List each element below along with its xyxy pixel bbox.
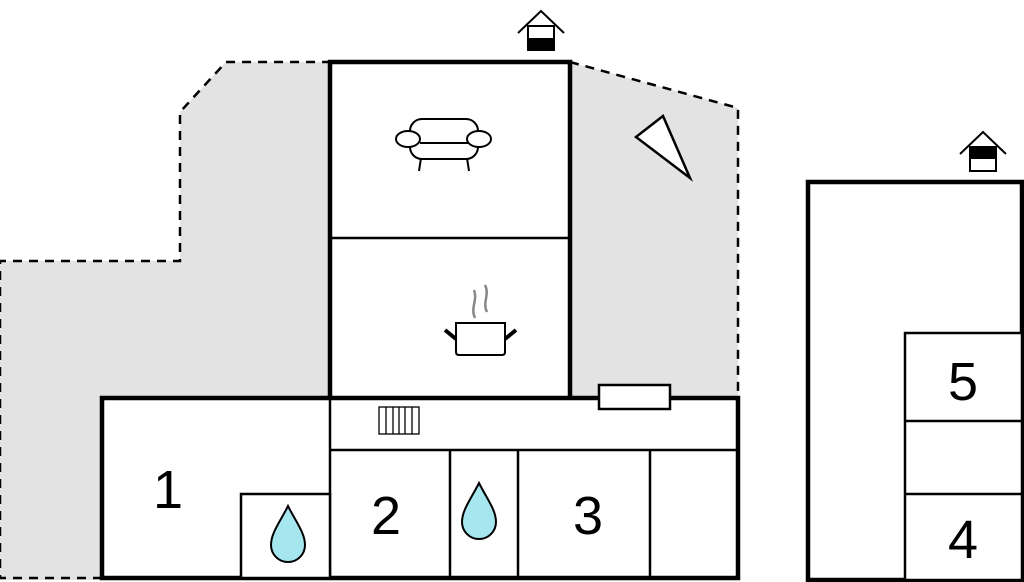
room-number-4: 4 — [948, 510, 978, 570]
room-number-1: 1 — [153, 460, 183, 520]
room-number-5: 5 — [948, 352, 978, 412]
entrance-icon — [959, 130, 1007, 172]
lower-block — [99, 395, 741, 581]
water-drop-icon — [460, 480, 498, 540]
room-number-2: 2 — [371, 486, 401, 546]
entrance-icon — [517, 9, 565, 51]
terrace-triangle-icon — [633, 114, 694, 182]
radiator-icon — [378, 406, 420, 435]
cooking-pot-icon — [443, 284, 518, 356]
kitchen — [330, 238, 570, 398]
window-icon — [597, 383, 672, 411]
room-number-3: 3 — [573, 486, 603, 546]
annex-rooms — [903, 331, 1024, 582]
sofa-icon — [395, 118, 492, 172]
wall — [327, 59, 573, 398]
water-drop-icon — [269, 503, 307, 563]
terrace-boundary-left — [0, 60, 330, 580]
